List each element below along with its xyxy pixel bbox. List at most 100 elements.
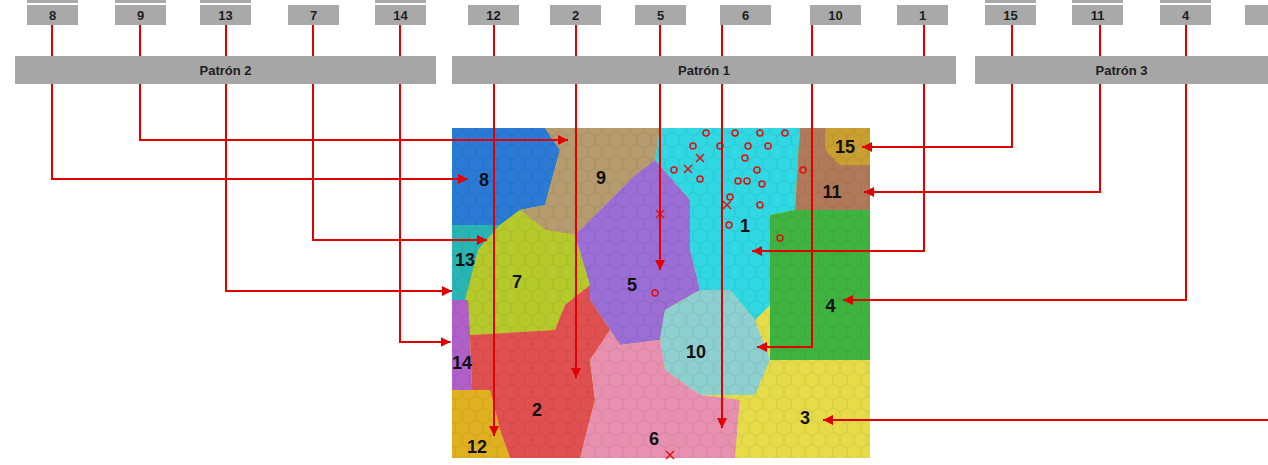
callout-number: 2: [572, 8, 579, 23]
map-region-label: 13: [452, 228, 478, 292]
sample-cross: [684, 165, 692, 173]
callout-number: 7: [310, 8, 317, 23]
pattern-number-box: 8: [27, 5, 78, 25]
sample-circle: [690, 143, 696, 149]
sample-cross: [696, 154, 704, 162]
map-region-label: 10: [635, 330, 757, 374]
callout-number: 4: [825, 296, 835, 317]
cut-box: [375, 0, 426, 3]
group-label: Patrón 1: [678, 63, 730, 78]
pattern-number-box: 9: [115, 5, 166, 25]
map-region-label: 11: [800, 178, 864, 206]
callout-number: 2: [532, 400, 542, 421]
callout-number: 10: [828, 8, 842, 23]
pattern-number-box: 7: [288, 5, 339, 25]
map-region-label: 15: [828, 135, 862, 159]
sample-circle: [703, 130, 709, 136]
cut-box: [1072, 0, 1123, 3]
sample-circle: [652, 290, 658, 296]
callout-number: 1: [919, 8, 926, 23]
pattern-group-bar: Patrón 3: [975, 56, 1268, 84]
callout-number: 15: [835, 137, 855, 158]
cut-box: [1160, 0, 1211, 3]
sample-circle: [727, 194, 733, 200]
pattern-number-box: 5: [635, 5, 686, 25]
map-region-label: 2: [498, 378, 576, 442]
callout-number: 11: [1091, 8, 1105, 23]
mapping-arrow: [721, 25, 723, 428]
mapping-arrow: [493, 25, 495, 436]
callout-number: 8: [479, 170, 489, 191]
callout-number: 15: [1003, 8, 1017, 23]
cut-box: [1245, 5, 1268, 25]
callout-number: 12: [486, 8, 500, 23]
pattern-number-box: 14: [375, 5, 426, 25]
callout-number: 5: [657, 8, 664, 23]
cut-box: [27, 0, 78, 3]
mapping-arrow: [864, 25, 1100, 192]
map-region-label: 7: [487, 232, 547, 332]
sample-circle: [777, 235, 783, 241]
pattern-number-box: 2: [550, 5, 601, 25]
pattern-number-box: 4: [1160, 5, 1211, 25]
callout-number: 3: [800, 408, 810, 429]
map-region-label: 9: [568, 125, 634, 231]
arrow-offframe: [823, 419, 1268, 421]
sample-circle: [732, 130, 738, 136]
pattern-number-box: 12: [468, 5, 519, 25]
callout-number: 8: [49, 8, 56, 23]
map-region-label: 3: [790, 405, 820, 431]
callout-number: 14: [393, 8, 407, 23]
sample-circle: [744, 178, 750, 184]
cut-box: [200, 0, 251, 3]
mapping-arrow: [52, 25, 468, 179]
pattern-number-box: 10: [810, 5, 861, 25]
callout-number: 1: [740, 216, 750, 237]
callout-number: 9: [596, 168, 606, 189]
sample-circle: [742, 155, 748, 161]
sample-circle: [782, 130, 788, 136]
sample-circle: [745, 143, 751, 149]
sample-markers: [652, 130, 806, 459]
group-label: Patrón 3: [1095, 63, 1147, 78]
sample-circle: [754, 167, 760, 173]
callout-number: 13: [218, 8, 232, 23]
sample-circle: [800, 167, 806, 173]
pattern-number-box: 6: [720, 5, 771, 25]
callout-number: 9: [137, 8, 144, 23]
sample-circle: [757, 202, 763, 208]
sample-circle: [726, 222, 732, 228]
pattern-number-box: 11: [1072, 5, 1123, 25]
sample-circle: [671, 167, 677, 173]
pattern-number-box: 13: [200, 5, 251, 25]
pattern-group-bar: Patrón 2: [15, 56, 436, 84]
callout-number: 7: [512, 272, 522, 293]
callout-number: 10: [686, 342, 706, 363]
map-region-label: 5: [600, 270, 664, 300]
callout-number: 11: [822, 182, 841, 203]
sample-circle: [697, 176, 703, 182]
cut-box-strips: [27, 0, 1268, 25]
map-region-label: 4: [818, 285, 843, 327]
sample-circle: [735, 178, 741, 184]
callout-number: 6: [649, 429, 659, 450]
sample-circle: [765, 143, 771, 149]
map-region-label: 12: [455, 436, 499, 459]
pattern-number-box: 15: [985, 5, 1036, 25]
callout-number: 12: [467, 437, 487, 458]
map-region-label: 6: [584, 428, 724, 451]
sample-cross: [666, 451, 674, 459]
callout-number: 13: [455, 250, 475, 271]
map-region-label: 14: [451, 335, 474, 391]
callout-number: 5: [627, 275, 637, 296]
callout-number: 14: [452, 353, 472, 374]
sample-cross: [723, 201, 731, 209]
map-region-label: 1: [738, 200, 752, 252]
cut-box: [985, 0, 1036, 3]
callout-number: 4: [1182, 8, 1189, 23]
sample-circle: [757, 130, 763, 136]
mapping-arrow: [862, 25, 1012, 147]
callout-number: 6: [742, 8, 749, 23]
group-label: Patrón 2: [199, 63, 251, 78]
